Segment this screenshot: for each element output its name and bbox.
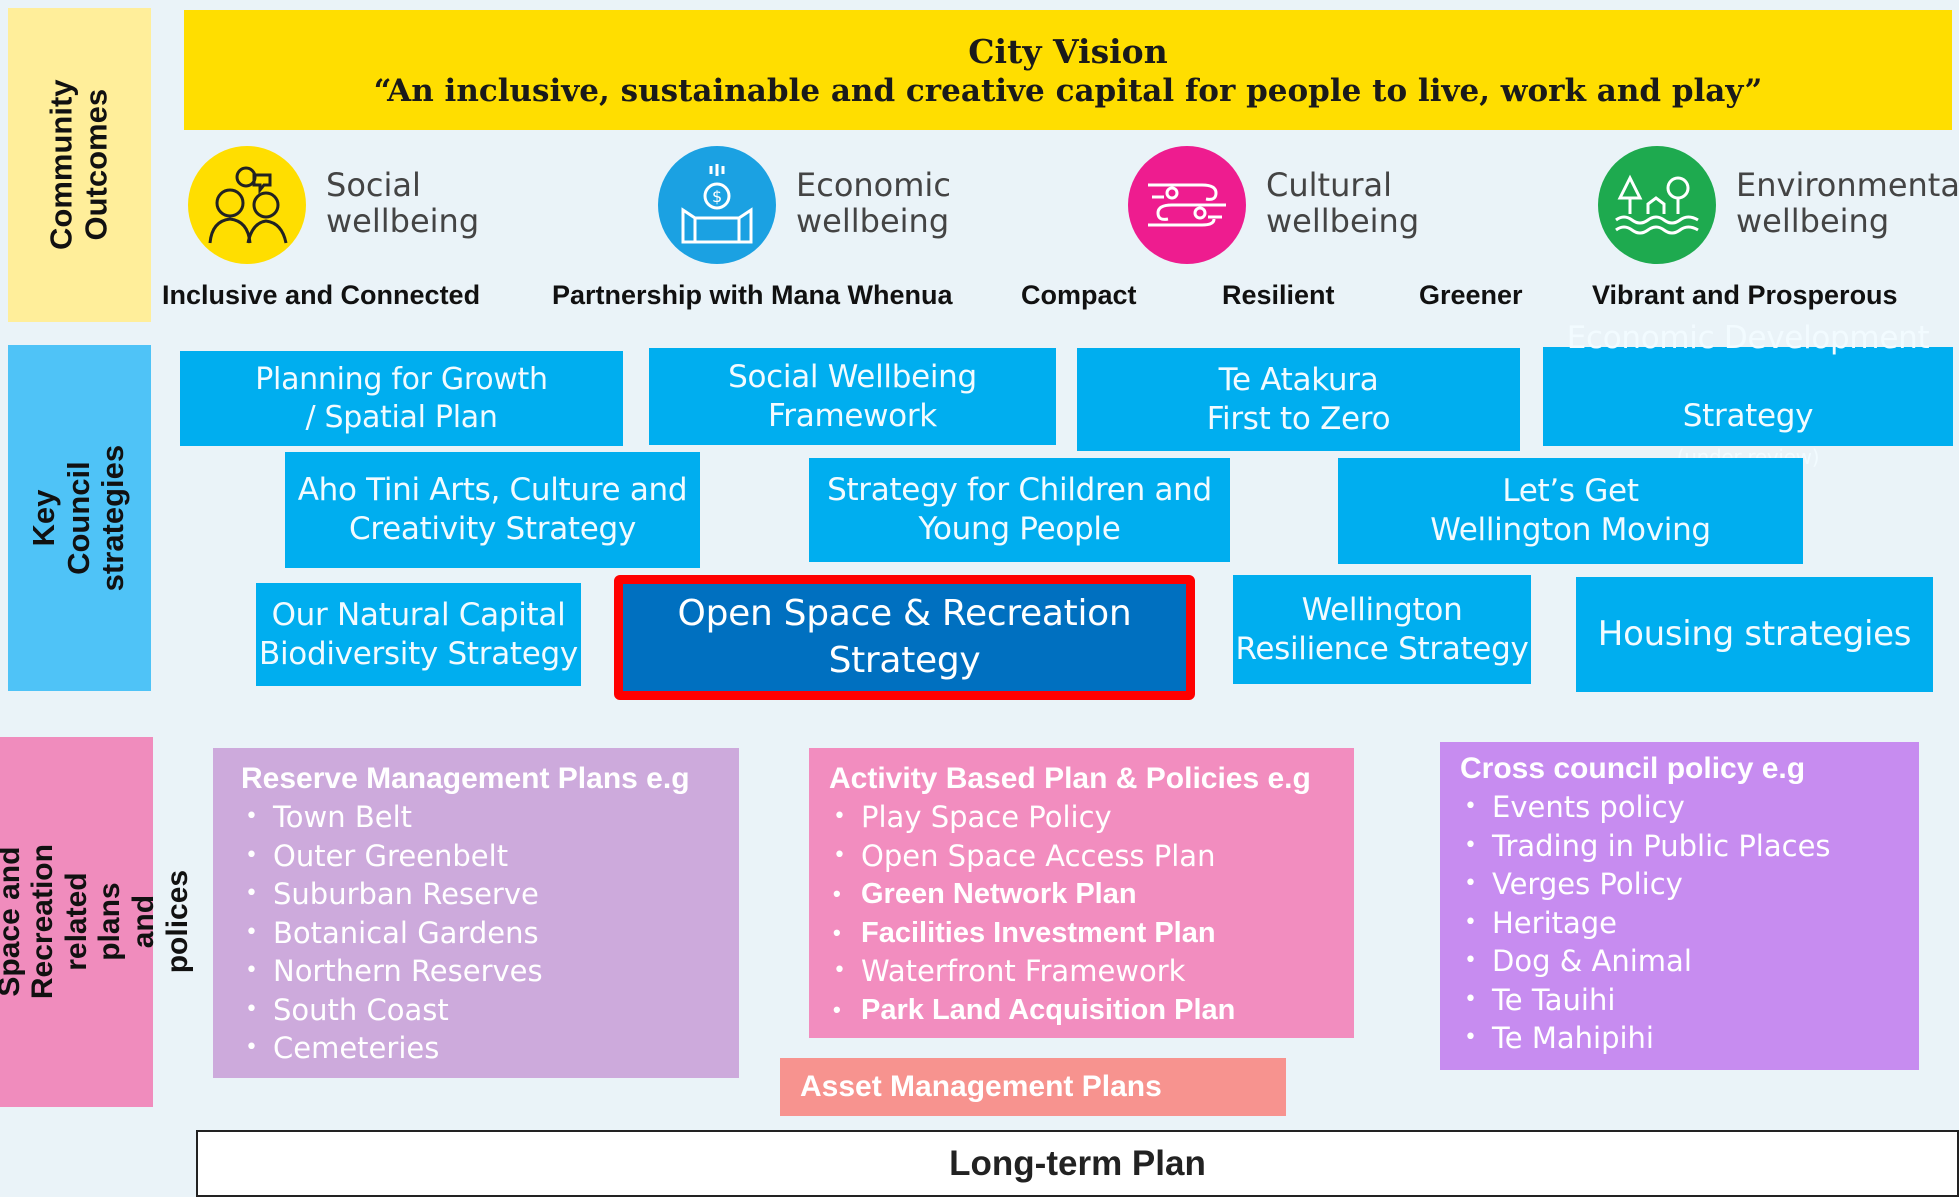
community-outcomes-label: Community Outcomes xyxy=(43,79,114,251)
strategy-te-atakura: Te Atakura First to Zero xyxy=(1077,348,1520,451)
city-vision-title: City Vision xyxy=(968,31,1168,71)
cultural-wellbeing-label: Cultural wellbeing xyxy=(1266,166,1420,240)
activity-based-list: Play Space Policy Open Space Access Plan… xyxy=(829,798,1354,1029)
activity-based-title: Activity Based Plan & Policies e.g xyxy=(829,762,1311,795)
activity-based-box: Activity Based Plan & Policies e.g Play … xyxy=(809,748,1354,1038)
city-vision-quote: “An inclusive, sustainable and creative … xyxy=(373,72,1763,109)
strategy-wellington-resilience: Wellington Resilience Strategy xyxy=(1233,575,1531,684)
reserve-management-title: Reserve Management Plans e.g xyxy=(241,762,690,795)
list-item: South Coast xyxy=(241,991,739,1030)
list-item: Northern Reserves xyxy=(241,952,739,991)
list-item: Te Tauihi xyxy=(1460,981,1919,1020)
strategy-natural-capital: Our Natural Capital Biodiversity Strateg… xyxy=(256,583,581,686)
list-item: Waterfront Framework xyxy=(829,952,1354,991)
community-outcomes-band: Community Outcomes xyxy=(8,8,151,322)
asset-management-box: Asset Management Plans xyxy=(780,1058,1286,1116)
list-item: Open Space Access Plan xyxy=(829,837,1354,876)
economic-wellbeing-label: Economic wellbeing xyxy=(796,166,951,240)
cross-council-box: Cross council policy e.g Events policy T… xyxy=(1440,742,1919,1070)
outcome-compact: Compact xyxy=(1021,280,1137,310)
reserve-management-box: Reserve Management Plans e.g Town Belt O… xyxy=(213,748,739,1078)
econ-dev-line1: Economic Development xyxy=(1566,320,1930,356)
list-item: Trading in Public Places xyxy=(1460,827,1919,866)
list-item: Heritage xyxy=(1460,904,1919,943)
plans-band: Open Space and Recreation related plans … xyxy=(0,737,193,1107)
strategy-children-young-people: Strategy for Children and Young People xyxy=(809,458,1230,562)
cross-council-title: Cross council policy e.g xyxy=(1460,752,1806,785)
list-item: Park Land Acquisition Plan xyxy=(829,991,1354,1030)
outcome-partnership: Partnership with Mana Whenua xyxy=(552,280,953,310)
svg-text:$: $ xyxy=(712,187,722,206)
outcome-resilient: Resilient xyxy=(1222,280,1335,310)
list-item: Outer Greenbelt xyxy=(241,837,739,876)
list-item: Botanical Gardens xyxy=(241,914,739,953)
list-item: Te Mahipihi xyxy=(1460,1019,1919,1058)
list-item: Play Space Policy xyxy=(829,798,1354,837)
cross-council-list: Events policy Trading in Public Places V… xyxy=(1460,788,1919,1058)
city-vision-banner: City Vision “An inclusive, sustainable a… xyxy=(184,10,1952,130)
outcome-inclusive: Inclusive and Connected xyxy=(162,280,481,310)
strategy-lets-get-wellington-moving: Let’s Get Wellington Moving xyxy=(1338,458,1803,564)
strategy-open-space-recreation: Open Space & Recreation Strategy xyxy=(614,575,1195,700)
environmental-wellbeing-icon xyxy=(1598,146,1716,264)
list-item: Events policy xyxy=(1460,788,1919,827)
list-item: Town Belt xyxy=(241,798,739,837)
outcome-greener: Greener xyxy=(1419,280,1523,310)
social-wellbeing-icon xyxy=(188,146,306,264)
strategy-social-wellbeing-framework: Social Wellbeing Framework xyxy=(649,348,1056,445)
list-item: Suburban Reserve xyxy=(241,875,739,914)
list-item: Facilities Investment Plan xyxy=(829,914,1354,953)
plans-label: Open Space and Recreation related plans … xyxy=(0,844,194,1000)
key-strategies-label: Key Council strategies xyxy=(26,444,131,592)
environmental-wellbeing-label: Environmental wellbeing xyxy=(1736,166,1959,240)
key-strategies-band: Key Council strategies xyxy=(8,345,151,691)
strategy-economic-development: Economic Development Strategy (under rev… xyxy=(1543,320,1953,469)
reserve-management-list: Town Belt Outer Greenbelt Suburban Reser… xyxy=(241,798,739,1068)
economic-wellbeing-icon: $ xyxy=(658,146,776,264)
cultural-wellbeing-icon xyxy=(1128,146,1246,264)
strategy-aho-tini: Aho Tini Arts, Culture and Creativity St… xyxy=(285,452,700,568)
econ-dev-strategy-word: Strategy xyxy=(1682,397,1814,434)
list-item: Cemeteries xyxy=(241,1029,739,1068)
list-item: Dog & Animal xyxy=(1460,942,1919,981)
list-item: Verges Policy xyxy=(1460,865,1919,904)
long-term-plan-box: Long-term Plan xyxy=(196,1130,1959,1197)
list-item: Green Network Plan xyxy=(829,875,1354,914)
outcome-vibrant: Vibrant and Prosperous xyxy=(1592,280,1898,310)
strategy-planning-growth: Planning for Growth / Spatial Plan xyxy=(180,351,623,446)
strategy-housing: Housing strategies xyxy=(1576,577,1933,692)
econ-dev-line2: Strategy (under review) xyxy=(1677,358,1820,474)
asset-management-label: Asset Management Plans xyxy=(800,1070,1162,1103)
social-wellbeing-label: Social wellbeing xyxy=(326,166,480,240)
